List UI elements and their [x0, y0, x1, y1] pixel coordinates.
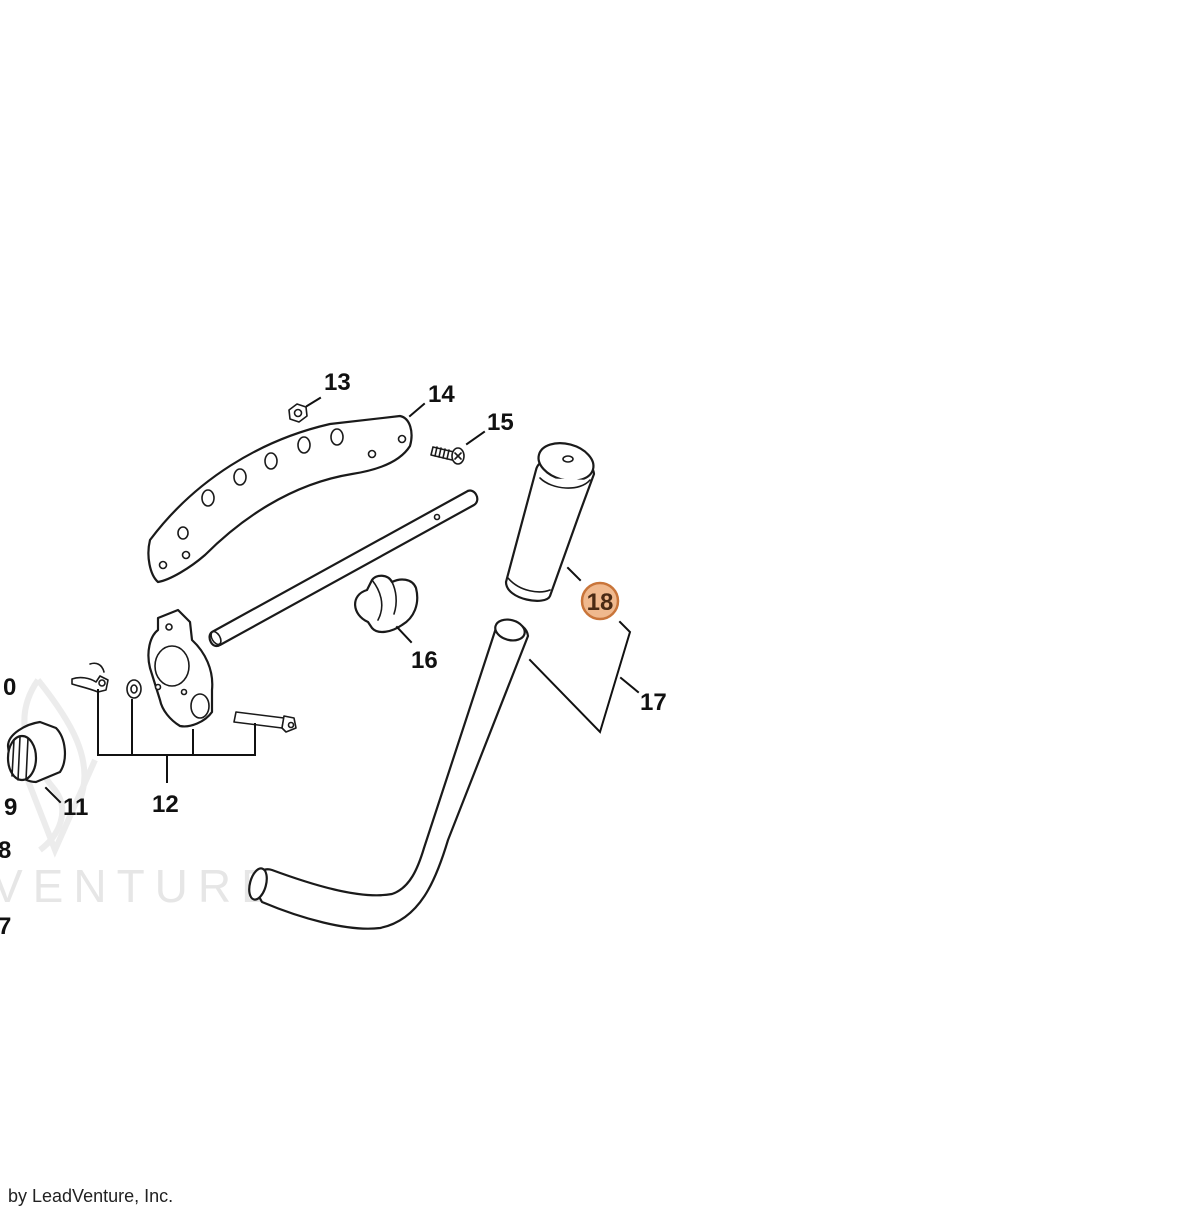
callout-10[interactable]: 0	[3, 674, 16, 701]
callout-7[interactable]: 7	[0, 913, 11, 940]
callout-15[interactable]: 15	[487, 409, 514, 436]
callout-18: 18	[587, 589, 614, 616]
callout-11[interactable]: 11	[63, 794, 88, 821]
callout-14[interactable]: 14	[428, 381, 455, 408]
part-long-shaft[interactable]	[208, 489, 479, 648]
part-sleeve[interactable]	[6, 720, 66, 784]
part-grip[interactable]	[504, 437, 598, 602]
part-handle-tube[interactable]	[246, 616, 530, 930]
callout-18-highlight[interactable]: 18	[580, 581, 620, 621]
part-bolt[interactable]	[233, 711, 297, 733]
callout-12[interactable]: 12	[152, 791, 179, 818]
part-bending-plate[interactable]	[147, 414, 413, 584]
callout-13[interactable]: 13	[324, 369, 351, 396]
leader-lines	[44, 396, 640, 804]
part-clip[interactable]	[354, 574, 419, 634]
watermark-logo	[17, 678, 98, 858]
part-washer[interactable]	[126, 679, 142, 699]
callout-8[interactable]: 8	[0, 837, 11, 864]
callout-16[interactable]: 16	[411, 647, 438, 674]
watermark-text: VENTURE	[0, 860, 282, 912]
part-wing-nut[interactable]	[71, 662, 109, 693]
copyright-text: by LeadVenture, Inc.	[8, 1186, 174, 1206]
part-screw[interactable]	[430, 446, 465, 465]
callout-17[interactable]: 17	[640, 689, 667, 716]
callout-9[interactable]: 9	[4, 794, 17, 821]
part-bracket[interactable]	[147, 608, 214, 728]
part-hex-nut[interactable]	[288, 403, 308, 423]
callout-highlight-circle	[580, 581, 620, 621]
